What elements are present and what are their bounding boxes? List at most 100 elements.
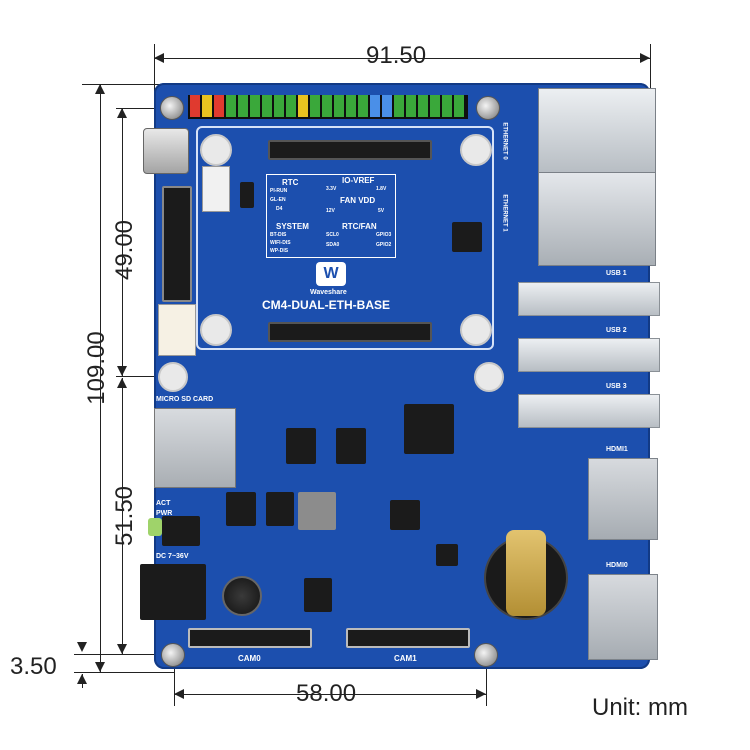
bottom-offset-stem bbox=[82, 674, 83, 688]
left-lower-ext-bottom bbox=[116, 654, 170, 655]
left-upper-ext-top bbox=[116, 108, 170, 109]
jumper-fanvdd-label: FAN VDD bbox=[340, 196, 376, 205]
jumper-rtcfan-label: RTC/FAN bbox=[342, 222, 377, 231]
top-dimension-line bbox=[154, 58, 650, 59]
usb-c-port bbox=[143, 128, 189, 174]
top-extension-right bbox=[650, 44, 651, 94]
jumper-system-row-1: WIFI-DIS bbox=[270, 240, 291, 246]
bottom-width-value: 58.00 bbox=[296, 680, 357, 707]
usb3-label: USB 3 bbox=[606, 383, 627, 390]
hdmi-port-0 bbox=[588, 574, 658, 660]
left-upper-value: 49.00 bbox=[111, 219, 138, 281]
left-total-ext-top bbox=[82, 84, 162, 85]
screw-top-left bbox=[160, 96, 184, 120]
top-dimension-arrow-right bbox=[640, 53, 650, 63]
usb-port-3 bbox=[518, 394, 660, 428]
screw-bottom-right bbox=[474, 643, 498, 667]
left-upper-arrow-bottom bbox=[117, 366, 127, 376]
jumper-block-frame bbox=[266, 174, 396, 258]
ethernet-port-1 bbox=[538, 172, 656, 266]
micro-sd-slot bbox=[154, 408, 236, 488]
left-upper-line bbox=[122, 108, 123, 376]
jumper-system-row-2: WP-DIS bbox=[270, 248, 289, 254]
jumper-rtc-row-1: GL-EN bbox=[270, 197, 286, 203]
left-lower-value: 51.50 bbox=[111, 485, 138, 547]
jumper-iovref-opt-1: 1.8V bbox=[376, 186, 387, 192]
fpc-connector-left bbox=[162, 186, 192, 302]
jumper-rtcfan-gpio-0: GPIO3 bbox=[376, 232, 392, 238]
pwr-label: PWR bbox=[156, 510, 173, 517]
left-lower-arrow-top bbox=[117, 378, 127, 388]
left-upper-ext-bottom bbox=[116, 376, 170, 377]
chip-mid-left bbox=[286, 428, 316, 464]
board-hole-mid-left bbox=[158, 362, 188, 392]
led-housing bbox=[162, 516, 200, 546]
dc-power-jack bbox=[140, 564, 206, 620]
hdmi-port-1 bbox=[588, 458, 658, 540]
cam0-connector bbox=[188, 628, 312, 648]
dc-input-label: DC 7~36V bbox=[156, 553, 189, 560]
cm4-hole-br bbox=[460, 314, 492, 346]
jumper-rtcfan-gpio-1: GPIO2 bbox=[376, 242, 392, 248]
left-lower-arrow-bottom bbox=[117, 644, 127, 654]
usb-hub-chip bbox=[404, 404, 454, 454]
bottom-width-ext-left bbox=[174, 660, 175, 706]
cam1-label: CAM1 bbox=[394, 654, 417, 663]
cam1-connector bbox=[346, 628, 470, 648]
top-dimension-value: 91.50 bbox=[366, 42, 427, 69]
jumper-rtc-row-2: D4 bbox=[276, 206, 283, 212]
white-connector-top bbox=[202, 166, 230, 212]
usb1-label: USB 1 bbox=[606, 270, 627, 277]
usb-port-1 bbox=[518, 282, 660, 316]
rtc-battery-contact bbox=[506, 530, 546, 616]
electrolytic-capacitor bbox=[222, 576, 262, 616]
bottom-width-arrow-right bbox=[476, 689, 486, 699]
micro-sd-label: MICRO SD CARD bbox=[156, 396, 214, 403]
bottom-offset-arrow-top bbox=[77, 642, 87, 652]
small-chip-right bbox=[436, 544, 458, 566]
gpio-header bbox=[188, 95, 468, 119]
bottom-width-arrow-left bbox=[174, 689, 184, 699]
jumper-fanvdd-opt-1: 5V bbox=[378, 208, 385, 214]
jumper-system-row-0: BT-DIS bbox=[270, 232, 287, 238]
cm4-hole-tl bbox=[200, 134, 232, 166]
bottom-width-ext-right bbox=[486, 660, 487, 706]
chip-mid-center bbox=[336, 428, 366, 464]
usb-port-2 bbox=[518, 338, 660, 372]
act-label: ACT bbox=[156, 500, 171, 507]
chip-lower-left bbox=[226, 492, 256, 526]
jumper-rtcfan-row-0: SCL0 bbox=[326, 232, 339, 238]
cm4-module-outline bbox=[196, 126, 494, 350]
bottom-offset-value: 3.50 bbox=[10, 653, 57, 680]
waveshare-logo-icon: W bbox=[316, 262, 346, 286]
screw-top-right bbox=[476, 96, 500, 120]
ethernet-port-0 bbox=[538, 88, 656, 174]
board-hole-mid-right bbox=[474, 362, 504, 392]
jumper-rtc-row-0: PI-RUN bbox=[270, 188, 288, 194]
jumper-rtcfan-row-1: SDA0 bbox=[326, 242, 340, 248]
cm4-connector-bottom bbox=[268, 322, 432, 342]
power-inductor bbox=[298, 492, 336, 530]
jumper-iovref-label: IO-VREF bbox=[342, 176, 375, 185]
top-extension-left bbox=[154, 44, 155, 102]
cm4-area-chip bbox=[452, 222, 482, 252]
hdmi0-label: HDMI0 bbox=[606, 562, 628, 569]
left-lower-line bbox=[122, 378, 123, 654]
left-total-value: 109.00 bbox=[83, 331, 110, 405]
left-total-arrow-top bbox=[95, 84, 105, 94]
cam0-label: CAM0 bbox=[238, 654, 261, 663]
chip-lower-mid bbox=[266, 492, 294, 526]
brand-name: Waveshare bbox=[310, 289, 347, 296]
jumper-rtc-label: RTC bbox=[282, 178, 299, 187]
usb2-label: USB 2 bbox=[606, 327, 627, 334]
cm4-hole-tr bbox=[460, 134, 492, 166]
unit-note: Unit: mm bbox=[592, 694, 688, 721]
ethernet1-label: ETHERNET 1 bbox=[501, 194, 508, 232]
ethernet0-label: ETHERNET 0 bbox=[501, 122, 508, 160]
regulator-chip bbox=[390, 500, 420, 530]
cm4-hole-bl bbox=[200, 314, 232, 346]
jumper-iovref-opt-0: 3.3V bbox=[326, 186, 337, 192]
chip-lower-center bbox=[304, 578, 332, 612]
bottom-offset-ext-1 bbox=[74, 654, 124, 655]
cm4-area-chip-small bbox=[240, 182, 254, 208]
